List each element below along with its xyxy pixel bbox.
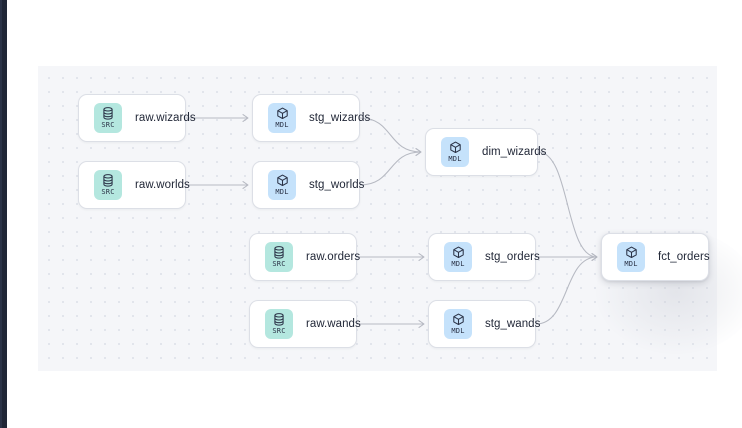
badge-label: MDL xyxy=(451,327,465,335)
badge-label: MDL xyxy=(275,121,289,129)
cube-icon xyxy=(452,313,465,326)
cube-icon xyxy=(449,141,461,154)
node-label: dim_wizards xyxy=(482,146,547,158)
badge-label: MDL xyxy=(451,260,465,268)
edge-arrowhead xyxy=(242,181,249,189)
edge-stg_wizards-to-dim_wizards xyxy=(359,117,422,153)
cube-icon xyxy=(452,313,464,326)
node-type-badge-src: SRC xyxy=(265,309,293,339)
cube-icon xyxy=(625,246,638,259)
cube-icon xyxy=(452,246,464,259)
node-label: raw.worlds xyxy=(135,179,190,191)
database-icon xyxy=(273,313,285,326)
cube-icon xyxy=(276,174,288,187)
database-icon xyxy=(274,313,284,326)
node-label: raw.wands xyxy=(306,318,361,330)
node-type-badge-src: SRC xyxy=(265,242,293,272)
lineage-node-fct_orders[interactable]: MDL fct_orders xyxy=(601,233,710,281)
badge-label: SRC xyxy=(101,188,115,196)
node-type-badge-src: SRC xyxy=(94,170,122,200)
node-type-badge-mdl: MDL xyxy=(268,103,296,133)
edge-arrowhead xyxy=(415,148,422,156)
app-rail-accent xyxy=(0,0,2,428)
lineage-node-dim_wizards[interactable]: MDL dim_wizards xyxy=(425,128,546,176)
edge-stg_worlds-to-dim_wizards xyxy=(359,151,422,186)
node-type-badge-mdl: MDL xyxy=(441,137,469,167)
badge-label: MDL xyxy=(275,188,289,196)
lineage-node-stg_orders[interactable]: MDL stg_orders xyxy=(428,233,540,281)
cube-icon xyxy=(276,107,288,120)
node-label: fct_orders xyxy=(658,251,710,263)
lineage-node-raw_orders[interactable]: SRC raw.orders xyxy=(249,233,361,281)
edge-stg_wands-to-fct_orders xyxy=(535,256,598,325)
lineage-node-stg_wizards[interactable]: MDL stg_wizards xyxy=(252,94,370,142)
lineage-node-raw_worlds[interactable]: SRC raw.worlds xyxy=(78,161,190,209)
node-type-badge-mdl: MDL xyxy=(617,242,645,272)
database-icon xyxy=(274,246,284,259)
badge-label: SRC xyxy=(272,260,286,268)
cube-icon xyxy=(276,174,289,187)
database-icon xyxy=(273,246,285,259)
database-icon xyxy=(103,174,113,187)
badge-label: MDL xyxy=(448,155,462,163)
app-rail xyxy=(0,0,7,428)
cube-icon xyxy=(276,107,289,120)
lineage-node-stg_wands[interactable]: MDL stg_wands xyxy=(428,300,540,348)
edge-dim_wizards-to-fct_orders xyxy=(537,151,598,258)
node-label: raw.orders xyxy=(306,251,361,263)
lineage-node-stg_worlds[interactable]: MDL stg_worlds xyxy=(252,161,364,209)
node-type-badge-mdl: MDL xyxy=(268,170,296,200)
badge-label: MDL xyxy=(624,260,638,268)
edge-arrowhead xyxy=(591,253,598,261)
node-label: stg_worlds xyxy=(309,179,365,191)
node-type-badge-mdl: MDL xyxy=(444,242,472,272)
node-label: stg_wizards xyxy=(309,112,371,124)
edge-arrowhead xyxy=(418,320,425,328)
node-label: raw.wizards xyxy=(135,112,196,124)
lineage-edges xyxy=(185,114,598,328)
cube-icon xyxy=(452,246,465,259)
cube-icon xyxy=(625,246,637,259)
node-type-badge-src: SRC xyxy=(94,103,122,133)
badge-label: SRC xyxy=(101,121,115,129)
node-label: stg_orders xyxy=(485,251,540,263)
lineage-node-raw_wands[interactable]: SRC raw.wands xyxy=(249,300,361,348)
node-label: stg_wands xyxy=(485,318,541,330)
database-icon xyxy=(103,107,113,120)
edge-arrowhead xyxy=(242,114,249,122)
badge-label: SRC xyxy=(272,327,286,335)
cube-icon xyxy=(449,141,462,154)
node-type-badge-mdl: MDL xyxy=(444,309,472,339)
edge-arrowhead xyxy=(418,253,425,261)
database-icon xyxy=(102,107,114,120)
database-icon xyxy=(102,174,114,187)
lineage-node-raw_wizards[interactable]: SRC raw.wizards xyxy=(78,94,196,142)
